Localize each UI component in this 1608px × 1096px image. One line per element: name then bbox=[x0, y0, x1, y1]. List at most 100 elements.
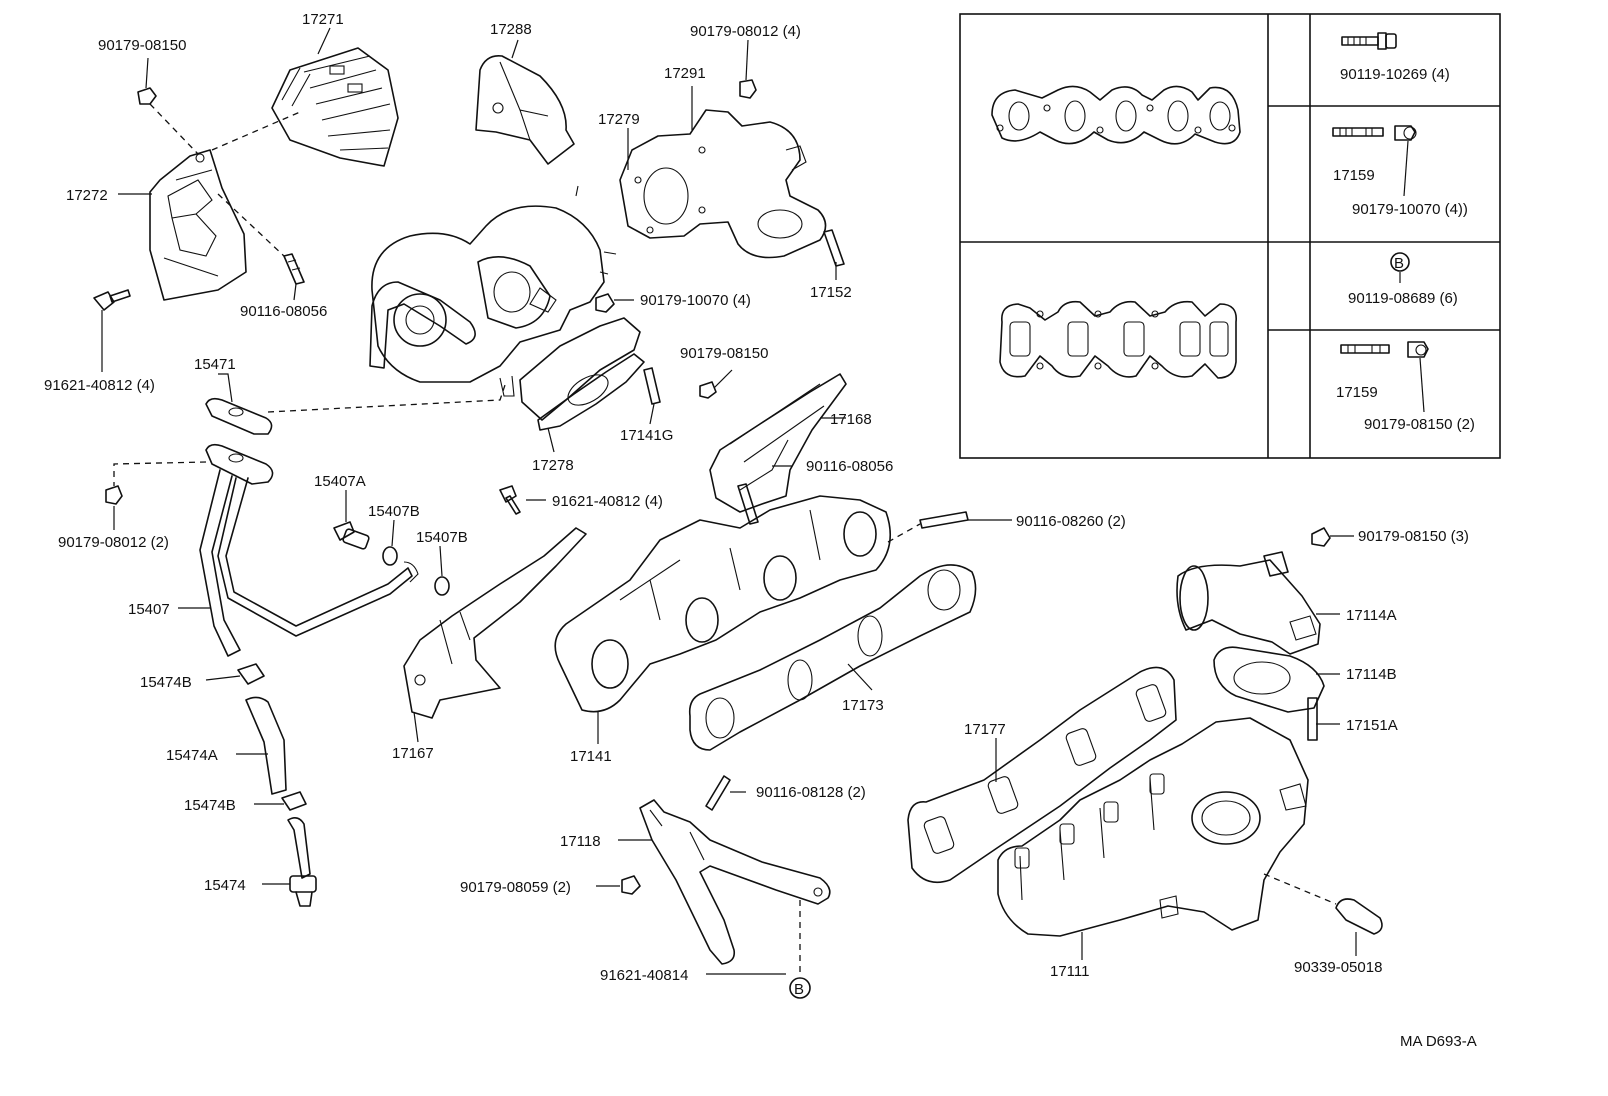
assembly-dashed-lines bbox=[113, 103, 1337, 976]
union-15474 bbox=[287, 816, 317, 907]
exhaust-manifold-17141 bbox=[554, 495, 892, 713]
label-90179-08150-top: 90179-08150 bbox=[98, 37, 186, 54]
hose-15474A bbox=[245, 696, 287, 795]
inset-label-r3: 90119-08689 (6) bbox=[1348, 290, 1458, 307]
inset-label-r2b: 90179-10070 (4)) bbox=[1352, 201, 1468, 218]
inset-label-r4a: 17159 bbox=[1336, 384, 1378, 401]
stud-icon-90116-08056 bbox=[283, 253, 305, 285]
washer-icon-15407B-a bbox=[382, 546, 398, 566]
turbine-outlet-elbow-17291 bbox=[619, 109, 827, 259]
label-17152: 17152 bbox=[810, 284, 852, 301]
turbocharger-assembly bbox=[369, 185, 617, 397]
label-90179-08150-3: 90179-08150 (3) bbox=[1358, 528, 1469, 545]
inset-flange-bolt-icon bbox=[1341, 32, 1397, 50]
label-17279: 17279 bbox=[598, 111, 640, 128]
inset-gasket-oval-ports bbox=[991, 85, 1241, 145]
label-15474A: 15474A bbox=[166, 747, 218, 764]
label-17177: 17177 bbox=[964, 721, 1006, 738]
stud-icon-17152 bbox=[823, 229, 845, 267]
label-90116-08056-mid: 90116-08056 bbox=[806, 458, 893, 475]
intake-manifold-17111 bbox=[997, 717, 1309, 937]
inset-stud-icon-2 bbox=[1340, 344, 1390, 354]
bolt-icon-91621-40812-left bbox=[93, 289, 131, 311]
label-15407A: 15407A bbox=[314, 473, 366, 490]
label-17288: 17288 bbox=[490, 21, 532, 38]
nut-icon-90179-08150-top bbox=[137, 87, 157, 105]
bolt-icon-15407A bbox=[333, 521, 370, 550]
clamp-15474B-b bbox=[281, 791, 307, 811]
bracket-17167 bbox=[403, 527, 587, 719]
inset-label-r1: 90119-10269 (4) bbox=[1340, 66, 1450, 83]
callout-b-circle: B bbox=[789, 977, 811, 999]
gasket-17114B bbox=[1213, 646, 1325, 713]
inset-nut-icon bbox=[1394, 125, 1417, 141]
washer-icon-15407B-b bbox=[434, 576, 450, 596]
oil-pipe-15407 bbox=[199, 443, 419, 657]
label-17151A: 17151A bbox=[1346, 717, 1398, 734]
heat-insulator-17272 bbox=[149, 149, 247, 301]
label-17291: 17291 bbox=[664, 65, 706, 82]
label-90179-08059-2: 90179-08059 (2) bbox=[460, 879, 571, 896]
heat-insulator-17288 bbox=[475, 54, 575, 165]
label-90179-08012-4: 90179-08012 (4) bbox=[690, 23, 801, 40]
label-90116-08056-left: 90116-08056 bbox=[240, 303, 327, 320]
stud-icon-90116-08128 bbox=[705, 775, 731, 811]
label-15474B-b: 15474B bbox=[184, 797, 236, 814]
inset-label-r2a: 17159 bbox=[1333, 167, 1375, 184]
plug-icon-90339-05018 bbox=[1335, 898, 1383, 935]
label-17111: 17111 bbox=[1050, 963, 1090, 980]
label-90116-08128-2: 90116-08128 (2) bbox=[756, 784, 866, 801]
label-17168: 17168 bbox=[830, 411, 872, 428]
stud-icon-90116-08260 bbox=[919, 511, 969, 529]
label-90179-08012-2: 90179-08012 (2) bbox=[58, 534, 169, 551]
label-17114A: 17114A bbox=[1346, 607, 1397, 624]
label-17141: 17141 bbox=[570, 748, 612, 765]
label-15407B-a: 15407B bbox=[368, 503, 420, 520]
gasket-17177 bbox=[907, 666, 1177, 884]
stud-icon-17141G bbox=[643, 367, 661, 405]
label-15471: 15471 bbox=[194, 356, 236, 373]
leader-lines bbox=[101, 27, 1357, 975]
label-17271: 17271 bbox=[302, 11, 344, 28]
svg-text:B: B bbox=[1394, 255, 1404, 272]
nut-icon-90179-08150-3 bbox=[1311, 527, 1331, 547]
gasket-17278 bbox=[519, 317, 645, 431]
diagram-code: MA D693-A bbox=[1400, 1033, 1477, 1050]
nut-icon-90179-10070 bbox=[595, 293, 615, 313]
label-91621-40812-4-left: 91621-40812 (4) bbox=[44, 377, 155, 394]
label-17141G: 17141G bbox=[620, 427, 673, 444]
label-15407B-b: 15407B bbox=[416, 529, 468, 546]
label-17118: 17118 bbox=[560, 833, 601, 850]
part-labels: 17271 17288 90179-08012 (4) 90179-08150 … bbox=[44, 11, 1469, 984]
label-90179-08150-mid: 90179-08150 bbox=[680, 345, 768, 362]
svg-text:B: B bbox=[794, 981, 804, 998]
label-90116-08260-2: 90116-08260 (2) bbox=[1016, 513, 1126, 530]
nut-icon-90179-08012-top bbox=[739, 79, 757, 99]
stud-icon-90116-08056-mid bbox=[737, 483, 759, 525]
inset-stud-icon bbox=[1332, 127, 1384, 137]
inset-label-r4b: 90179-08150 (2) bbox=[1364, 416, 1475, 433]
label-17173: 17173 bbox=[842, 697, 884, 714]
label-15474B-a: 15474B bbox=[140, 674, 192, 691]
nut-icon-90179-08012-2 bbox=[105, 485, 123, 505]
label-17278: 17278 bbox=[532, 457, 574, 474]
clamp-15474B-a bbox=[237, 663, 265, 685]
bracket-17118 bbox=[639, 799, 831, 965]
label-15474: 15474 bbox=[204, 877, 246, 894]
gasket-15471 bbox=[205, 397, 273, 435]
inset-callout-b: B bbox=[1390, 252, 1410, 272]
label-91621-40812-4-mid: 91621-40812 (4) bbox=[552, 493, 663, 510]
label-15407: 15407 bbox=[128, 601, 170, 618]
label-17167: 17167 bbox=[392, 745, 434, 762]
stud-icon-17151A bbox=[1307, 697, 1318, 741]
heat-insulator-17168 bbox=[709, 373, 847, 513]
inset-parts-table: 90119-10269 (4) 17159 90179-10070 (4)) B… bbox=[959, 13, 1501, 459]
intake-elbow-17114A bbox=[1176, 551, 1321, 655]
label-17272: 17272 bbox=[66, 187, 108, 204]
bolt-icon-91621-40812-mid bbox=[499, 485, 521, 515]
label-91621-40814: 91621-40814 bbox=[600, 967, 688, 984]
heat-insulator-17271 bbox=[271, 47, 399, 167]
label-17114B: 17114B bbox=[1346, 666, 1397, 683]
inset-gasket-square-ports bbox=[999, 300, 1237, 379]
